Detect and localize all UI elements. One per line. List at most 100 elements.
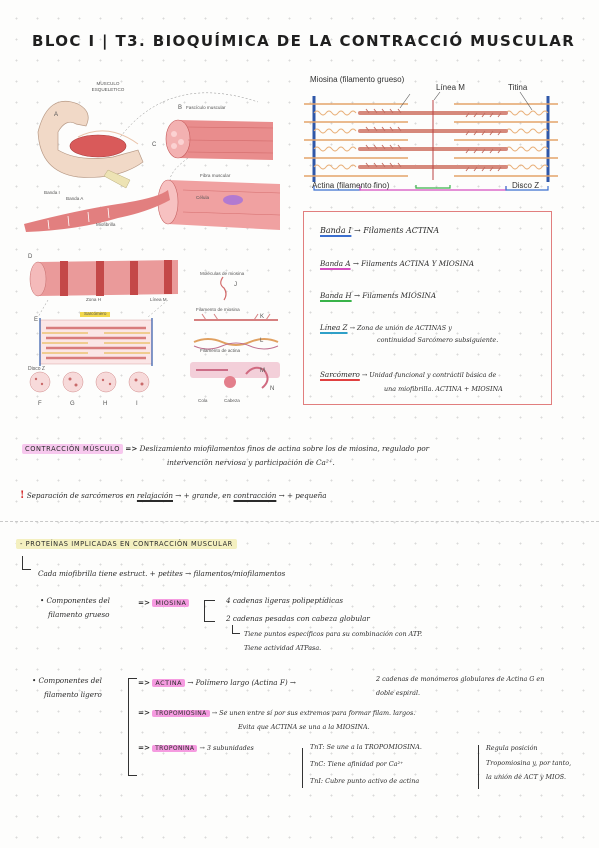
def-text: Zona de unión de ACTINAS y: [356, 324, 452, 332]
ligero-title-line1: Componentes del: [38, 676, 102, 685]
fig-label-cola: Cola: [198, 398, 208, 403]
def-term: Sarcómero: [320, 370, 360, 379]
ligero-bracket: [128, 678, 137, 776]
grueso-title2: filamento grueso: [48, 610, 110, 619]
troponina-row: => TROPONINA → 3 subunidades: [138, 743, 254, 752]
diagram-label-miosina: Miosina (filamento grueso): [310, 75, 405, 84]
l-arrow-1: [22, 556, 31, 570]
contraccion-label: CONTRACCIÓN MÚSCULO: [22, 444, 123, 454]
tropomiosina-row: => TROPOMIOSINA → Se unen entre sí por s…: [138, 708, 415, 717]
fig-label-zona-h: Zona H: [86, 297, 102, 302]
tropomiosina-label: TROPOMIOSINA: [152, 710, 210, 717]
fig-label-fasciculo: Fascículo muscular: [186, 105, 226, 110]
fig-label-n: N: [270, 386, 275, 392]
tropomiosina-line2: Evita que ACTINA se una a la MIOSINA.: [238, 723, 370, 731]
section2-heading-text: - PROTEÍNAS IMPLICADAS EN CONTRACCIÓN MU…: [16, 539, 237, 549]
muscle-fiber-illustration: [157, 179, 281, 230]
fig-label-m: M: [260, 368, 265, 374]
def-row-linea-z-cont: continuidad Sarcómero subsiguiente.: [377, 336, 499, 344]
troponina-sub-tni: TnI: Cubre punto activo de actina: [310, 777, 420, 785]
grueso-item-1: 4 cadenas ligeras polipeptídicas: [226, 596, 344, 605]
diagram-label-titina: Titina: [508, 83, 528, 92]
sarcomere-illustration: [39, 312, 153, 366]
fig-label-sarcomero: Sarcómero: [84, 311, 107, 316]
fig-label-disco-z: Disco Z: [28, 366, 45, 372]
miosina-label: MIOSINA: [152, 599, 190, 607]
troponina-note-bracket: [478, 745, 484, 789]
fig-label-e: E: [34, 317, 39, 323]
fig-label-filamento-miosina: Filamento de miosina: [196, 307, 240, 312]
def-text: Filaments MIOSINA: [362, 291, 437, 300]
grueso-sub-2: Tiene actividad ATPasa.: [244, 644, 322, 652]
def-row-banda-i: Banda I → Filaments ACTINA: [320, 226, 440, 235]
troponina-sub-tnt: TnT: Se une a la TROPOMIOSINA.: [310, 743, 422, 751]
sep-mid: → + grande, en: [173, 491, 234, 500]
l-arrow-2: [232, 625, 240, 634]
grueso-protein: => MIOSINA: [138, 598, 190, 607]
def-row-sarcomero: Sarcómero → Unidad funcional y contrácti…: [320, 370, 497, 379]
diagram-label-linea-m: Línea M: [436, 83, 465, 92]
actina-desc2: doble espiral.: [376, 689, 421, 697]
troponina-note1: Regula posición: [486, 744, 538, 752]
diagram-label-disco-z: Disco Z: [512, 181, 540, 190]
troponina-label: TROPONINA: [152, 745, 198, 752]
def-row-linea-z: Línea Z → Zona de unión de ACTINAS y: [320, 323, 452, 332]
fig-label-b: B: [178, 105, 183, 111]
troponina-sub-tnc: TnC: Tiene afinidad por Ca²⁺: [310, 760, 404, 768]
def-term: Línea Z: [320, 323, 348, 332]
fig-label-moleculas: Moléculas de miosina: [200, 271, 245, 276]
contraccion-line1: Deslizamiento miofilamentos finos de act…: [139, 444, 430, 453]
fig-label-miofibrilla: Miofibrilla: [96, 222, 116, 227]
actina-label: ACTINA: [152, 679, 186, 687]
actina-text: → Polímero largo (Actina F) →: [187, 678, 296, 687]
contraccion-block: CONTRACCIÓN MÚSCULO => Deslizamiento mio…: [22, 444, 430, 454]
def-row-banda-h: Banda H → Filaments MIOSINA: [320, 291, 437, 300]
fig-label-celula: Célula: [196, 195, 210, 200]
fig-label-g: G: [70, 401, 75, 407]
ligero-title2: filamento ligero: [44, 690, 102, 699]
fig-label-h: H: [103, 401, 108, 407]
fig-label-filamento-actina: Filamento de actina: [200, 348, 241, 353]
diagram-label-actina: Actina (filamento fino): [312, 181, 390, 190]
def-row-sarcomero-cont: una miofibrilla. ACTINA + MIOSINA: [384, 385, 503, 393]
grueso-bracket: [204, 600, 215, 622]
fig-label-d: D: [28, 254, 33, 260]
muscle-structure-figure: [24, 92, 281, 393]
myosin-molecules-illustration: [190, 276, 280, 389]
tropomiosina-line1: → Se unen entre sí por sus extremos para…: [211, 709, 416, 717]
fig-label-banda-i: Banda I: [44, 190, 60, 195]
sep-relajacion: relajación: [136, 491, 173, 500]
sep-post: → + pequeña: [276, 491, 327, 500]
grueso-sub-1: Tiene puntos específicos para su combina…: [244, 630, 423, 638]
grueso-arrow: =>: [138, 598, 151, 607]
grueso-title-line1: Componentes del: [46, 596, 110, 605]
fascicle-illustration: [165, 119, 274, 160]
contraccion-arrow: =>: [125, 444, 138, 453]
fig-label-f: F: [38, 401, 42, 407]
def-text: Unidad funcional y contráctil básica de: [369, 371, 497, 379]
separacion-block: ! Separación de sarcómeros en relajación…: [20, 490, 327, 501]
page-title: BLOC I | T3. BIOQUÍMICA DE LA CONTRACCIÓ…: [32, 32, 576, 50]
section2-heading: - PROTEÍNAS IMPLICADAS EN CONTRACCIÓN MU…: [16, 539, 237, 549]
contraccion-line2: intervención nerviosa y participación de…: [167, 458, 335, 467]
troponina-note3: la unión de ACT y MIOS.: [486, 773, 566, 781]
exclamation-icon: !: [20, 490, 25, 501]
troponina-note2: Tropomiosina y, por tanto,: [486, 759, 572, 767]
grueso-item-2: 2 cadenas pesadas con cabeza globular: [226, 614, 370, 623]
bullet: •: [40, 596, 45, 605]
def-text: Filaments ACTINA Y MIOSINA: [361, 259, 475, 268]
tropomiosina-arrow: =>: [138, 708, 151, 717]
actina-row: => ACTINA → Polímero largo (Actina F) →: [138, 678, 296, 687]
def-term: Banda H: [320, 291, 352, 300]
fig-label-banda-a: Banda A: [66, 196, 84, 201]
fig-label-cabeza: Cabeza: [224, 398, 240, 403]
sep-pre: Separación de sarcómeros en: [26, 491, 137, 500]
fig-label-i: I: [136, 401, 138, 407]
bullet: •: [32, 676, 37, 685]
cada-text: Cada miofibrilla tiene estruct. + petite…: [38, 569, 286, 578]
def-term: Banda A: [320, 259, 351, 268]
troponina-bracket: [302, 748, 311, 788]
grueso-title1: • Componentes del: [40, 596, 110, 605]
myofibril-illustration: [29, 260, 178, 297]
def-text: Filaments ACTINA: [363, 226, 440, 235]
